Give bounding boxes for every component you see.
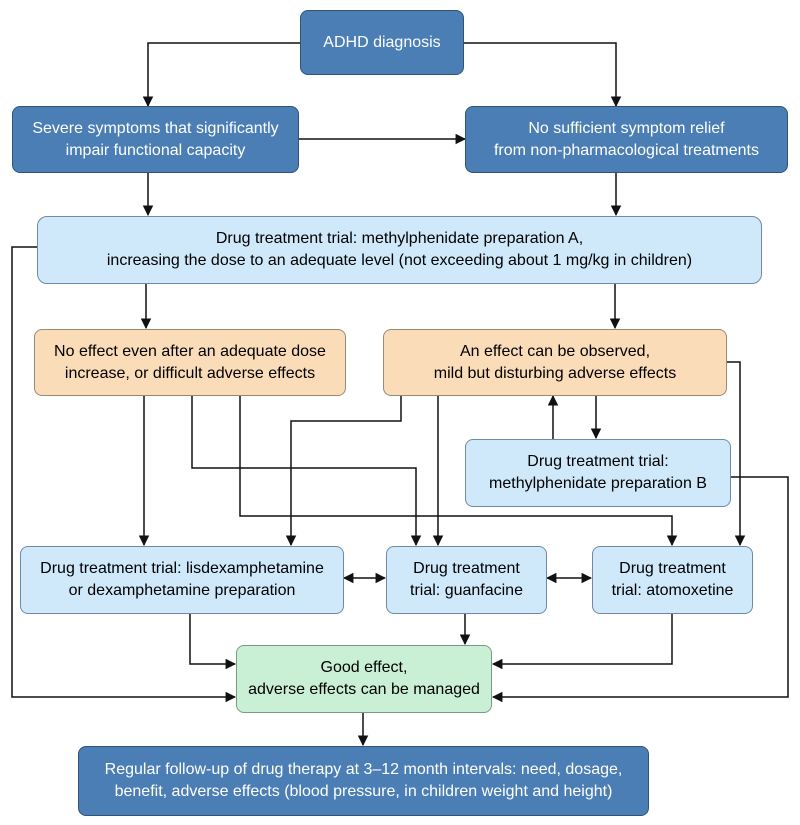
node-text-line: Drug treatment (413, 560, 520, 577)
follow-up-box: Regular follow-up of drug therapy at 3–1… (78, 746, 649, 816)
arrow-effect-to-lisdex (285, 395, 402, 547)
node-text-line: No effect even after an adequate dose (54, 342, 326, 360)
node-text-line: adverse effects can be managed (248, 681, 480, 698)
trial-atomoxetine-box: Drug treatment trial: atomoxetine (592, 546, 753, 614)
trial-lisdexamphetamine-box: Drug treatment trial: lisdexamphetamine … (20, 546, 344, 614)
node-text-line: An effect can be observed, (459, 342, 651, 360)
arrow-lisdex-to-good-effect (189, 614, 237, 670)
node-text-line: Drug treatment trial: methylphenidate pr… (215, 230, 584, 247)
no-effect-box: No effect even after an adequate dose in… (34, 329, 346, 396)
node-text-line: increase, or difficult adverse effects (64, 364, 316, 382)
node-text-line: trial: atomoxetine (611, 582, 734, 599)
adhd-diagnosis-box: ADHD diagnosis (300, 10, 464, 75)
node-text-line: benefit, adverse effects (blood pressure… (114, 783, 613, 800)
node-text-line: Good effect, (320, 659, 408, 676)
node-text-line: Drug treatment trial: lisdexamphetamine (40, 560, 324, 577)
node-text-line: Regular follow-up of drug therapy at 3–1… (104, 761, 623, 778)
arrow-diagnosis-to-severe (142, 42, 300, 108)
arrow-trial-b-to-good-effect (491, 476, 789, 703)
effect-observed-box: An effect can be observed, mild but dist… (383, 329, 727, 396)
severe-symptoms-box: Severe symptoms that significantly impai… (12, 106, 299, 173)
trial-methylphenidate-a-box: Drug treatment trial: methylphenidate pr… (37, 216, 762, 284)
node-text-line: mild but disturbing adverse effects (433, 364, 677, 382)
node-text-line: ADHD diagnosis (323, 33, 441, 51)
arrow-no-effect-to-atomoxetine (239, 395, 678, 547)
node-text-line: increasing the dose to an adequate level… (106, 252, 693, 269)
arrow-no-effect-to-guanfacine (191, 395, 422, 547)
node-text-line: impair functional capacity (65, 141, 246, 159)
arrow-effect-to-atomoxetine (727, 361, 746, 547)
node-text-line: methylphenidate preparation B (489, 475, 707, 492)
trial-guanfacine-box: Drug treatment trial: guanfacine (386, 546, 547, 614)
arrow-diagnosis-to-no-relief (464, 42, 622, 108)
no-relief-box: No sufficient symptom relief from non-ph… (465, 106, 788, 173)
good-effect-box: Good effect, adverse effects can be mana… (236, 645, 492, 713)
node-text-line: or dexamphetamine preparation (68, 582, 296, 599)
node-text-line: from non-pharmacological treatments (493, 141, 759, 159)
arrow-atomoxetine-to-good-effect (491, 614, 673, 670)
node-text-line: Severe symptoms that significantly (32, 119, 279, 137)
node-text-line: Drug treatment trial: (527, 453, 669, 470)
trial-methylphenidate-b-box: Drug treatment trial: methylphenidate pr… (465, 439, 731, 507)
node-text-line: trial: guanfacine (410, 582, 523, 599)
arrow-trial-a-to-good-effect (11, 246, 237, 703)
node-text-line: Drug treatment (619, 560, 726, 577)
node-text-line: No sufficient symptom relief (528, 119, 725, 137)
